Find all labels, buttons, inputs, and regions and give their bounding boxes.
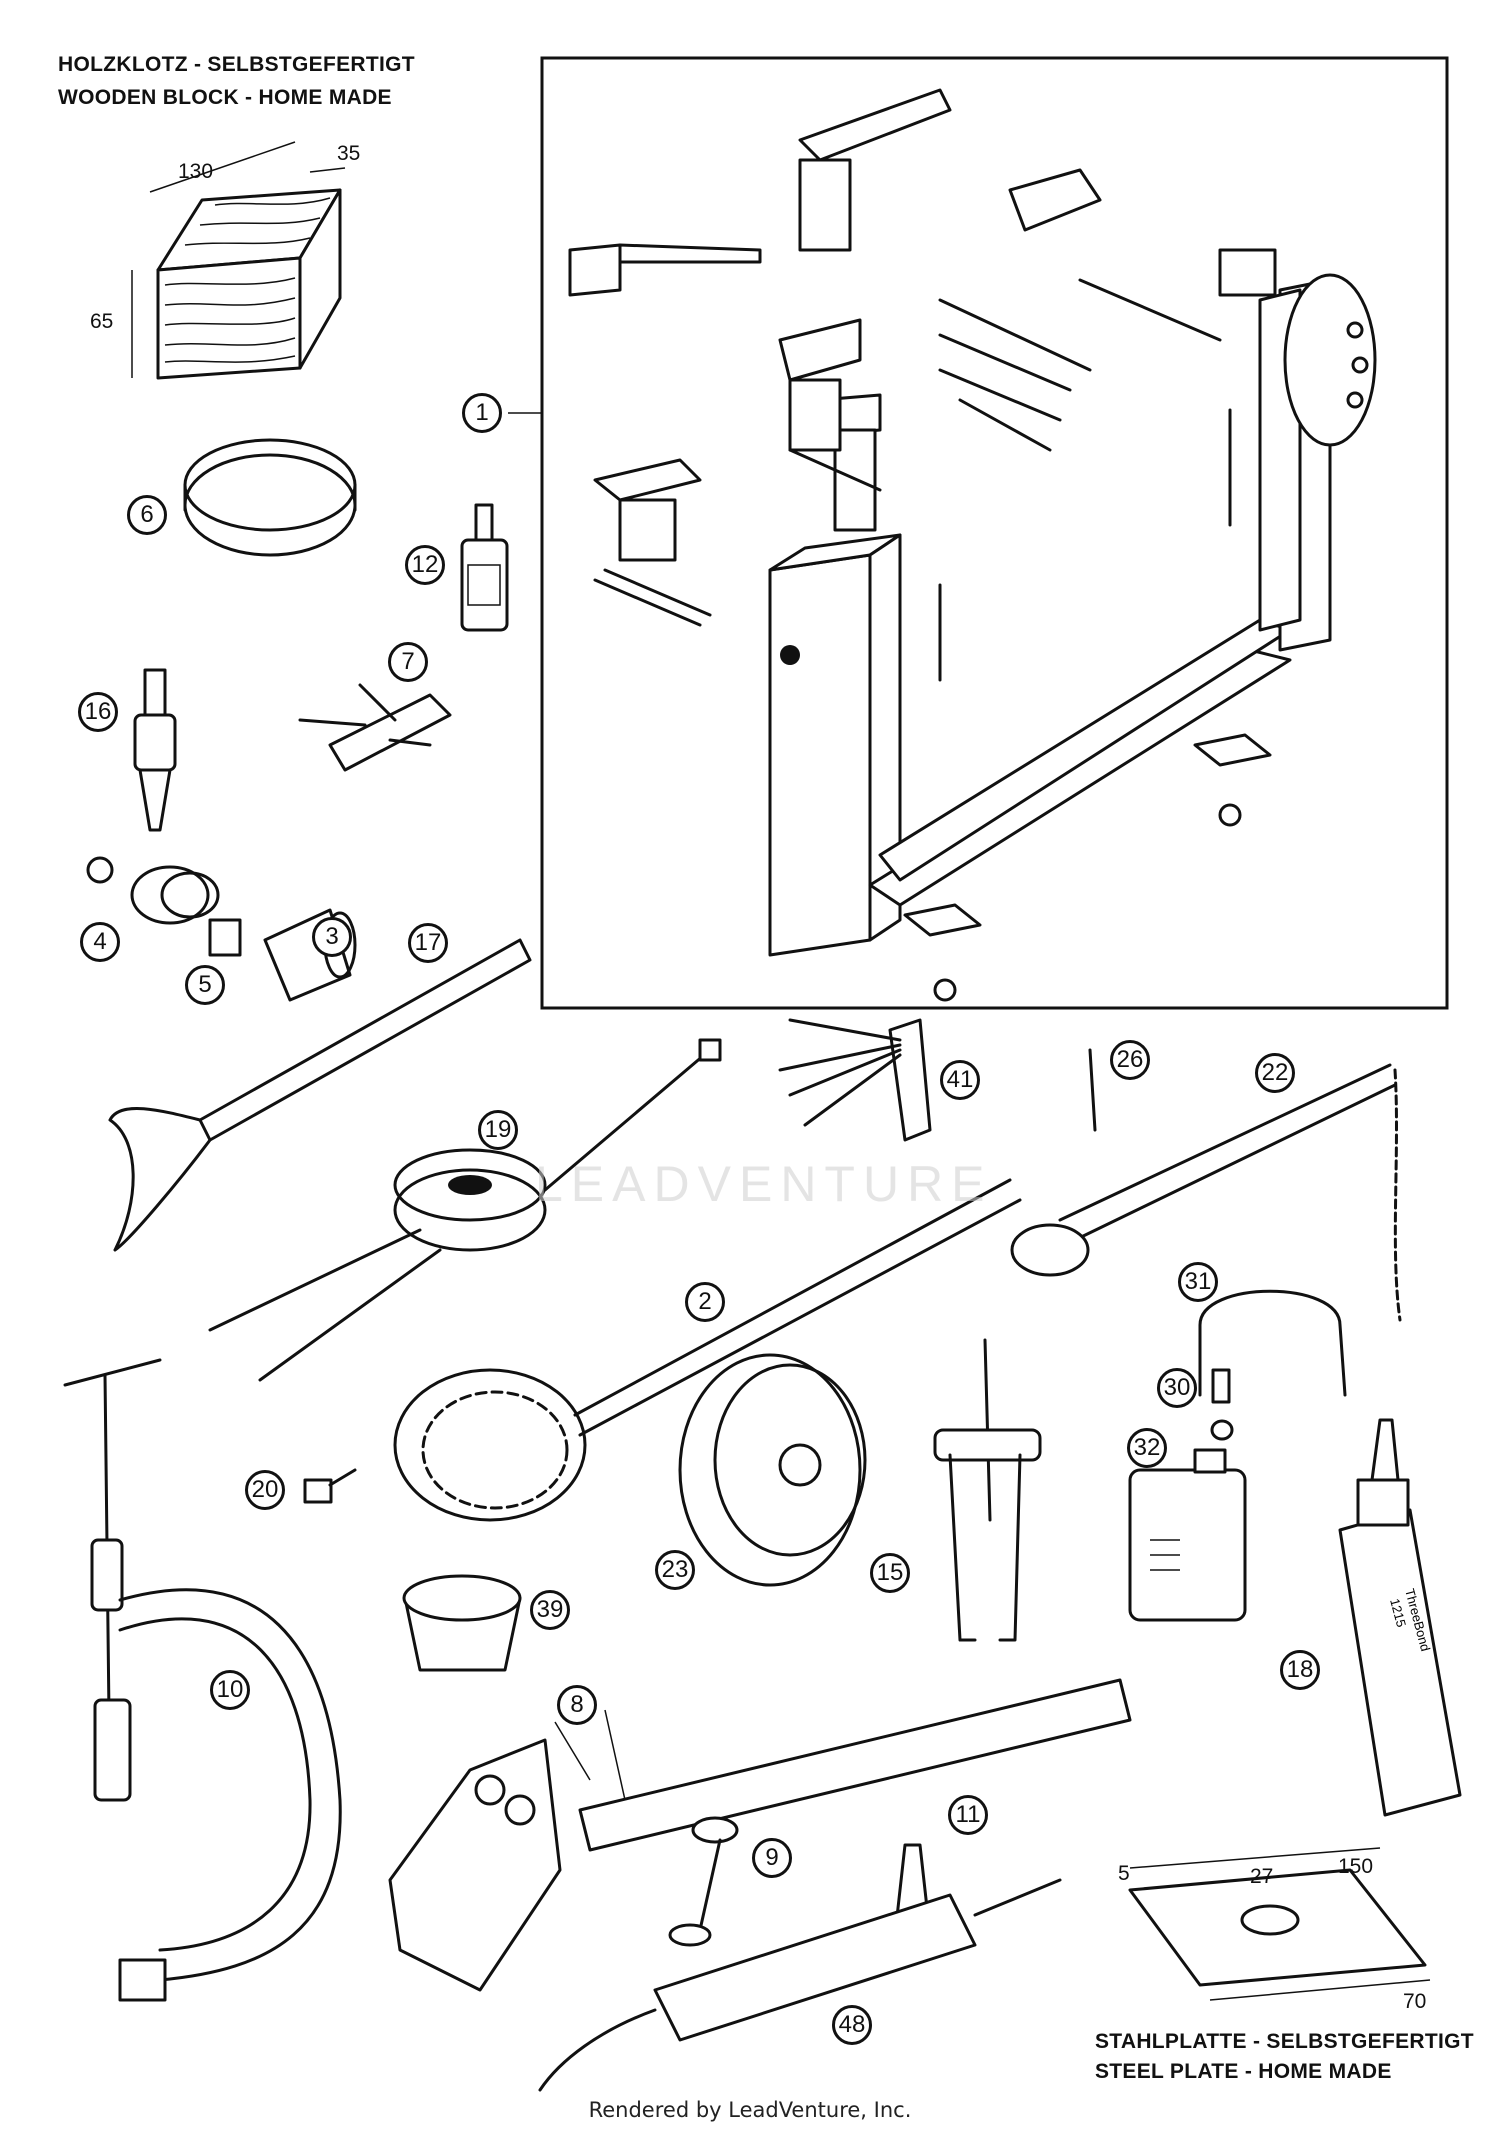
screw-20-drawing — [303, 1468, 357, 1504]
pin-26-drawing — [1088, 1048, 1097, 1132]
callout-15: 15 — [870, 1553, 910, 1593]
callout-19: 19 — [478, 1110, 518, 1150]
callout-26: 26 — [1110, 1040, 1150, 1080]
callout-30: 30 — [1157, 1368, 1197, 1408]
tool-9-drawing — [668, 1816, 739, 1947]
callout-4: 4 — [80, 922, 120, 962]
leadventure-watermark: LEADVENTURE — [535, 1156, 993, 1212]
wooden-block-title-de: HOLZKLOTZ - SELBSTGEFERTIGT — [58, 53, 415, 76]
callout-1: 1 — [462, 393, 502, 433]
cup-39-drawing — [402, 1574, 522, 1672]
callout-32: 32 — [1127, 1428, 1167, 1468]
steel-plate-length: 150 — [1338, 1855, 1374, 1878]
steel-plate-hole: 27 — [1250, 1865, 1274, 1888]
bottle-12-drawing — [460, 503, 509, 632]
assembly-1-frame — [540, 56, 1449, 1010]
engine-stand-drawing — [568, 88, 1377, 1002]
tube-18-drawing — [1338, 1418, 1462, 1817]
callout-6: 6 — [127, 495, 167, 535]
wrench-17-drawing — [108, 938, 532, 1252]
tube-code-text: 1215 — [1387, 1597, 1409, 1629]
wooden-block-length: 130 — [178, 160, 214, 183]
steel-plate-width: 70 — [1403, 1990, 1427, 2013]
callout-31: 31 — [1178, 1262, 1218, 1302]
wooden-block-drawing — [131, 141, 346, 380]
steel-plate-title-de: STAHLPLATTE - SELBSTGEFERTIGT — [1095, 2030, 1474, 2053]
wooden-block-height: 65 — [90, 310, 114, 333]
holder-19-drawing — [208, 1038, 722, 1382]
puller-15-drawing — [933, 1338, 1042, 1642]
callout-8-leader — [554, 1721, 591, 1781]
seal-32-drawing — [1210, 1419, 1234, 1441]
callout-23: 23 — [655, 1550, 695, 1590]
callout-41: 41 — [940, 1060, 980, 1100]
wooden-block-title-en: WOODEN BLOCK - HOME MADE — [58, 86, 392, 109]
holder-2-drawing — [393, 1178, 1022, 1522]
feeler-gauge-41-drawing — [778, 1018, 932, 1142]
press-10-drawing — [63, 1358, 342, 2002]
ring-6-drawing — [183, 438, 357, 557]
chain-tool-22-drawing — [1010, 1063, 1402, 1322]
oil-bottle-drawing — [1128, 1448, 1247, 1622]
callout-10: 10 — [210, 1670, 250, 1710]
callout-8-leader-2 — [604, 1709, 626, 1801]
callout-20: 20 — [245, 1470, 285, 1510]
callout-9: 9 — [752, 1838, 792, 1878]
puller-16-drawing — [133, 668, 177, 832]
callout-22: 22 — [1255, 1053, 1295, 1093]
sleeves-4-5-3-drawing — [86, 856, 357, 1002]
callout-3: 3 — [312, 917, 352, 957]
callout-39: 39 — [530, 1590, 570, 1630]
callout-16: 16 — [78, 692, 118, 732]
wheel-23-drawing — [678, 1353, 867, 1587]
steel-plate-drawing — [1128, 1847, 1431, 2001]
footer-credit: Rendered by LeadVenture, Inc. — [588, 2098, 912, 2122]
lever-8-drawing — [388, 1678, 1132, 1992]
valve-30-drawing — [1211, 1368, 1231, 1404]
callout-18: 18 — [1280, 1650, 1320, 1690]
callout-48: 48 — [832, 2005, 872, 2045]
steel-plate-title-en: STEEL PLATE - HOME MADE — [1095, 2060, 1392, 2083]
steel-plate-thickness: 5 — [1118, 1862, 1130, 1885]
callout-12: 12 — [405, 545, 445, 585]
wooden-block-width: 35 — [337, 142, 361, 165]
callout-5: 5 — [185, 965, 225, 1005]
hose-31-drawing — [1198, 1289, 1347, 1397]
callout-17: 17 — [408, 923, 448, 963]
plate-7-drawing — [298, 683, 452, 772]
callout-8: 8 — [557, 1685, 597, 1725]
grease-gun-48-drawing — [538, 1878, 1062, 2092]
callout-7: 7 — [388, 642, 428, 682]
callout-11: 11 — [948, 1795, 988, 1835]
callout-2: 2 — [685, 1282, 725, 1322]
